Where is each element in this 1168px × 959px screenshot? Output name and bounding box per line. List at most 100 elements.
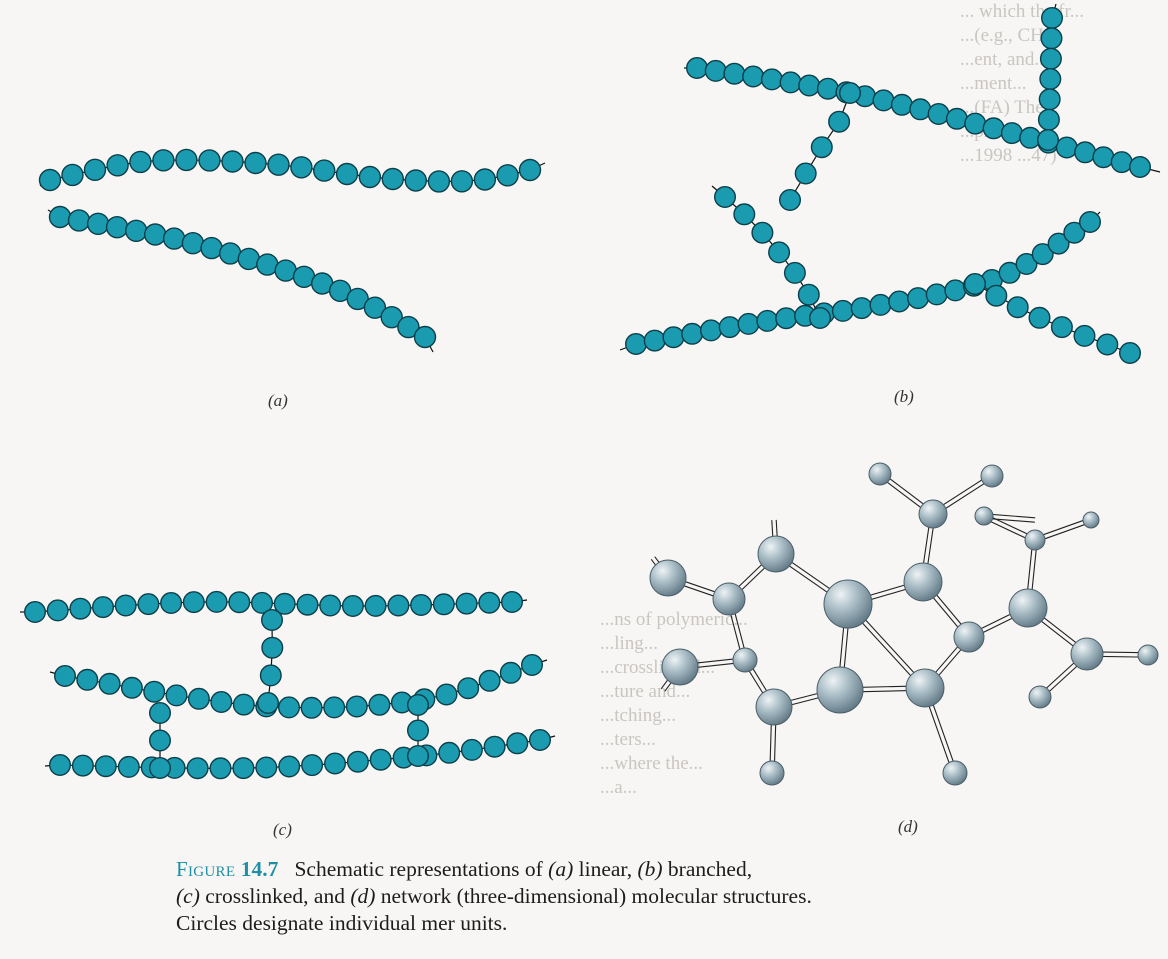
panel-c-crosslinked-structure: [20, 590, 556, 780]
mer-unit: [363, 296, 387, 319]
mer-unit: [187, 687, 210, 710]
mer-unit: [160, 592, 183, 615]
mer-unit: [410, 594, 433, 617]
mer-unit: [1110, 151, 1133, 174]
caption-tag-b: (b): [637, 857, 663, 881]
mer-unit: [407, 745, 430, 768]
panel-d-label: (d): [898, 817, 918, 836]
mer-unit: [218, 242, 242, 265]
mer-unit: [46, 599, 69, 622]
mer-unit: [450, 170, 474, 193]
mer-unit: [369, 748, 392, 771]
network-atoms: [649, 462, 1159, 786]
network-atom: [918, 499, 948, 529]
mer-unit: [143, 680, 166, 703]
mer-unit: [148, 757, 171, 780]
mer-unit: [1063, 221, 1086, 244]
mer-unit: [205, 590, 228, 613]
mer-unit: [733, 203, 756, 226]
mer-unit: [313, 159, 336, 182]
mer-unit: [232, 693, 255, 716]
mer-unit: [143, 223, 167, 246]
mer-unit: [478, 591, 501, 614]
crosslinked-chain-bottom-backbone: [59, 739, 541, 769]
mer-unit: [278, 755, 301, 778]
mer-unit: [364, 594, 387, 617]
mer-unit: [71, 754, 94, 777]
mer-unit: [427, 170, 451, 193]
mer-unit: [244, 151, 267, 175]
mer-unit: [198, 149, 221, 172]
mer-unit: [779, 71, 802, 94]
mer-unit: [1000, 122, 1023, 145]
mer-unit: [228, 591, 251, 614]
mer-unit: [67, 209, 91, 232]
mer-unit: [273, 592, 296, 615]
branched-main-chain-bottom: [619, 210, 1101, 356]
mer-unit: [982, 117, 1005, 140]
linear-chain-1: [38, 148, 546, 193]
network-atom: [953, 621, 985, 653]
network-atom: [1137, 644, 1159, 666]
mer-unit: [1036, 128, 1059, 151]
crosslinked-chain-middle: [49, 654, 548, 719]
mer-unit: [828, 110, 851, 133]
mer-unit: [432, 593, 455, 616]
mer-unit: [529, 729, 552, 752]
mer-unit: [1028, 306, 1051, 329]
mer-unit: [49, 754, 72, 777]
mer-unit: [404, 169, 427, 192]
mer-unit: [94, 755, 117, 778]
mer-unit: [319, 594, 342, 617]
mer-unit: [290, 156, 313, 179]
mer-unit: [1092, 146, 1115, 169]
mer-unit: [345, 695, 368, 718]
network-atom: [823, 579, 873, 629]
branched-side-chain-vertical: [1036, 3, 1063, 151]
mer-unit: [54, 665, 77, 688]
mer-unit: [839, 81, 862, 104]
mer-unit: [267, 153, 290, 176]
network-atom: [1070, 637, 1104, 671]
mer-unit: [175, 148, 198, 172]
figure-word: Figure: [176, 857, 236, 881]
mer-unit: [888, 290, 911, 313]
mer-unit: [86, 212, 110, 236]
mer-unit: [455, 592, 478, 615]
mer-unit: [945, 107, 968, 130]
mer-unit: [1050, 316, 1073, 339]
mer-unit: [69, 597, 92, 620]
mer-unit: [209, 757, 232, 780]
mer-unit: [714, 185, 737, 208]
mer-unit: [24, 601, 47, 624]
branched-side-chain-left: [779, 81, 862, 211]
mer-unit: [686, 57, 709, 80]
crosslink-bridge-2: [148, 702, 171, 780]
mer-unit: [944, 279, 967, 302]
network-atom: [1008, 588, 1048, 628]
crosslinked-chain-middle-backbone: [64, 664, 533, 709]
mer-unit: [681, 322, 704, 345]
mer-unit: [478, 669, 501, 692]
caption-line-1: Figure 14.7 Schematic representations of…: [176, 856, 1056, 883]
mer-unit: [1047, 232, 1070, 255]
mer-unit: [521, 654, 544, 677]
mer-unit: [162, 227, 186, 250]
mer-unit: [148, 729, 171, 752]
caption-type-d: network (three-dimensional) molecular st…: [380, 884, 812, 908]
mer-unit: [181, 231, 205, 255]
mer-unit: [1039, 67, 1062, 90]
mer-unit: [909, 98, 932, 121]
caption-type-c: crosslinked, and: [205, 884, 345, 908]
panel-a-linear-structure: [38, 148, 546, 353]
caption-line-3: Circles designate individual mer units.: [176, 911, 508, 935]
network-atom: [816, 666, 864, 714]
mer-unit: [232, 757, 255, 780]
mer-unit: [300, 696, 323, 719]
mer-unit: [200, 236, 223, 260]
mer-unit: [407, 719, 430, 742]
mer-unit: [301, 754, 324, 777]
mer-unit: [1078, 210, 1101, 233]
mer-unit: [756, 309, 779, 332]
